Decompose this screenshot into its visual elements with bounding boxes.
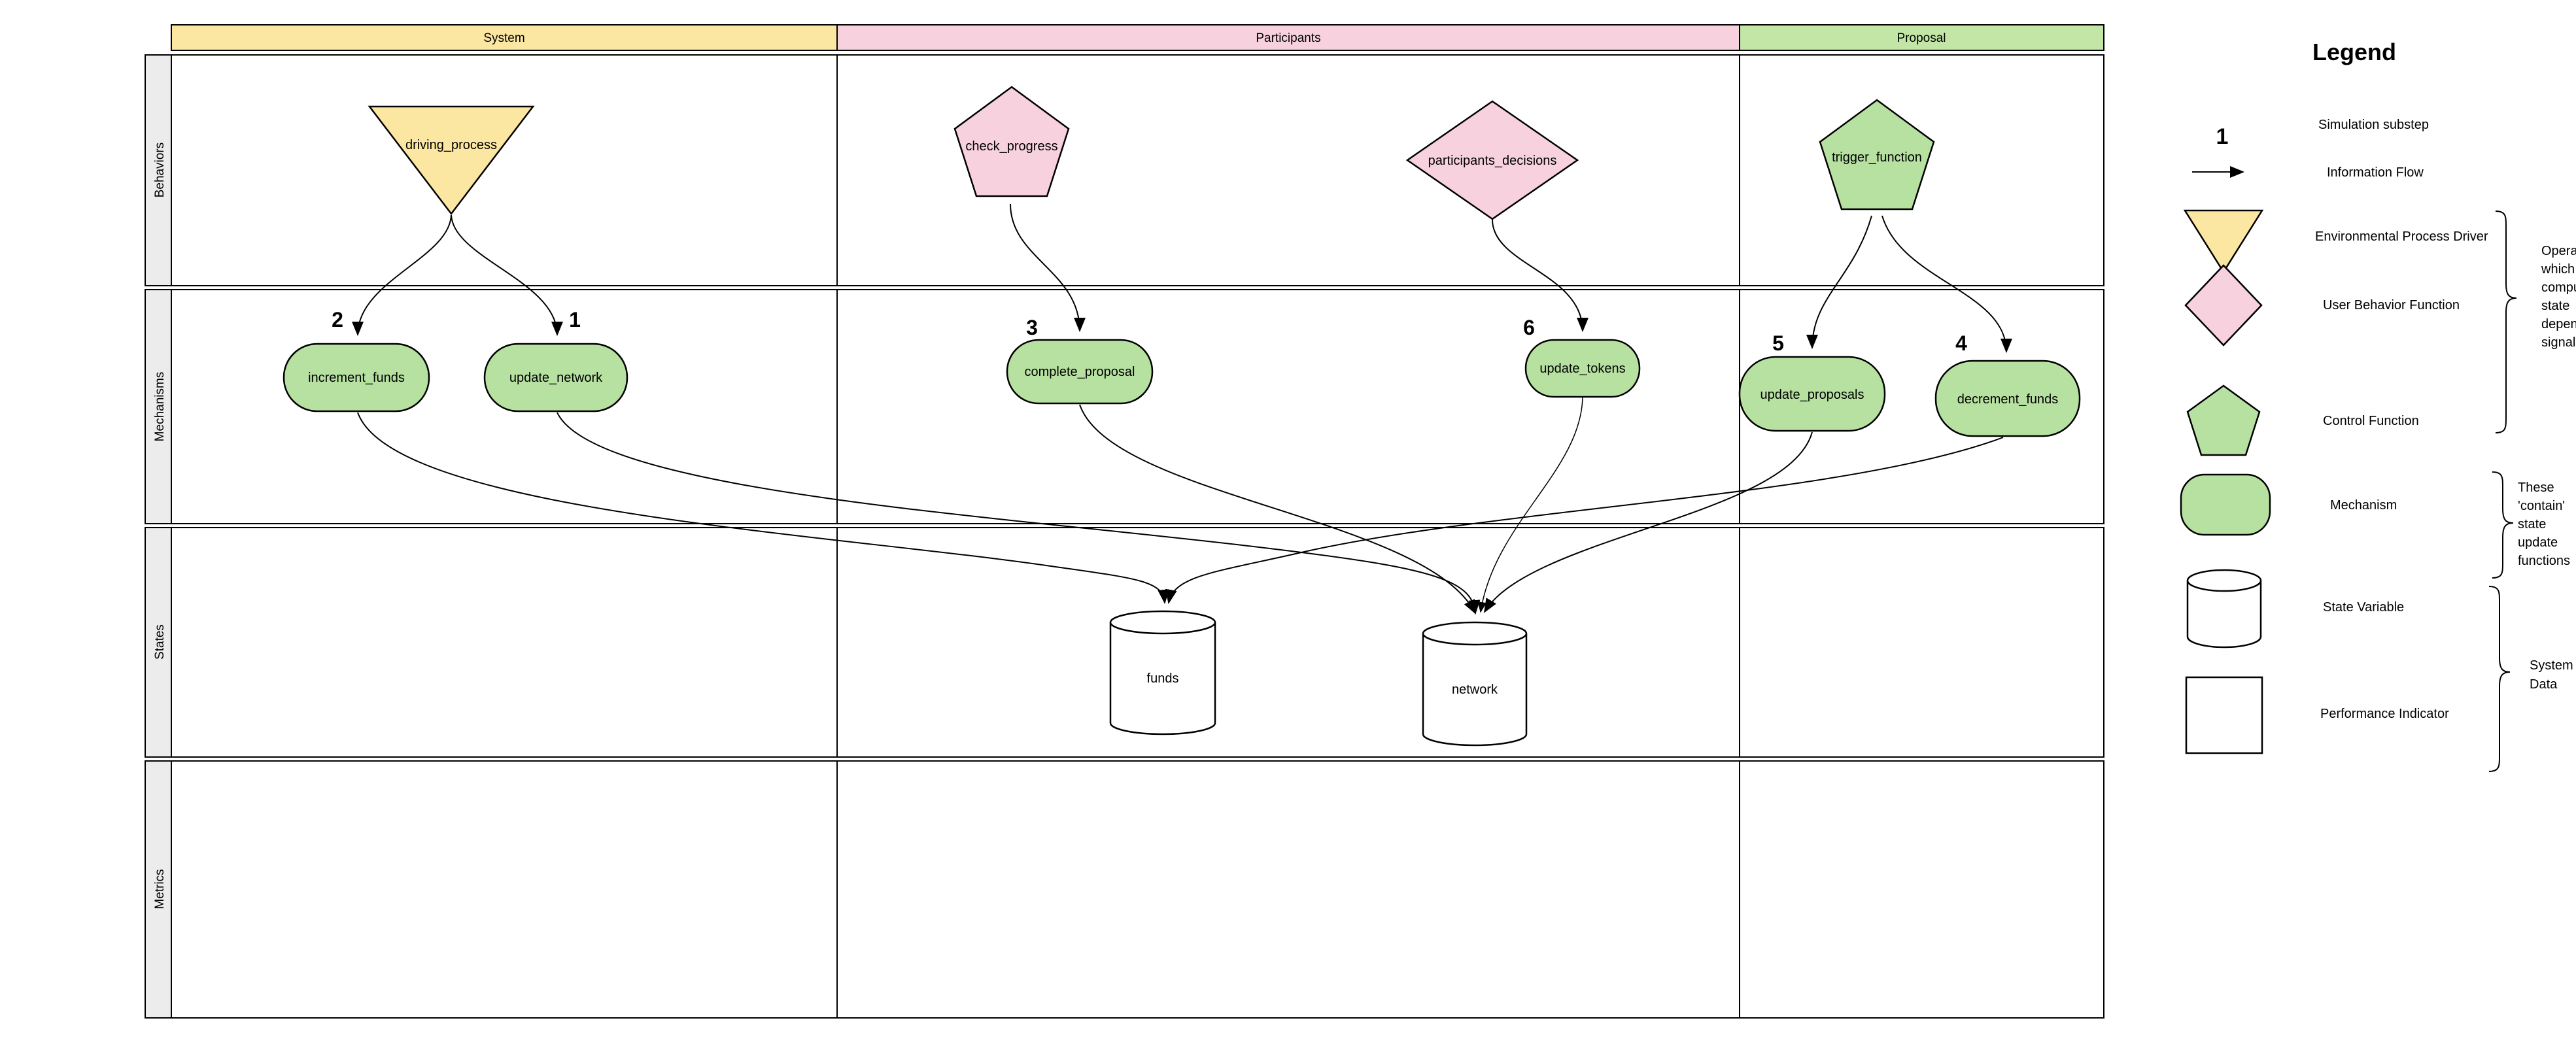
edge-update_network-network	[557, 412, 1481, 615]
edge-check_progress-complete_proposal	[1010, 203, 1086, 332]
legend-title: Legend	[2312, 39, 2396, 65]
edge-update_proposals-network	[1483, 431, 1813, 613]
legend: Legend 1 Simulation substep Information …	[2180, 39, 2576, 772]
legend-pentagon-icon	[2186, 384, 2261, 456]
lane-label-behaviors: Behaviors	[153, 143, 167, 198]
lane-label-metrics: Metrics	[153, 869, 167, 909]
substep-3: 3	[1026, 316, 1038, 339]
svg-text:System: System	[2530, 658, 2573, 673]
svg-text:which: which	[2541, 262, 2575, 277]
legend-triangle-icon	[2183, 209, 2264, 274]
edge-trigger_function-update_proposals	[1806, 215, 1872, 349]
node-complete_proposal-label: complete_proposal	[1025, 365, 1135, 379]
svg-text:update: update	[2518, 535, 2558, 550]
legend-cylinder-icon	[2186, 569, 2262, 649]
svg-text:'contain': 'contain'	[2518, 499, 2565, 513]
svg-text:Operators: Operators	[2541, 244, 2576, 258]
legend-ubf-label: User Behavior Function	[2323, 298, 2460, 312]
legend-statevar-label: State Variable	[2323, 600, 2404, 615]
column-header-system	[171, 24, 838, 51]
edge-participants_decisions-update_tokens	[1492, 219, 1589, 332]
node-driving_process	[368, 105, 535, 216]
column-header-system-label: System	[483, 31, 524, 45]
legend-mechanism-label: Mechanism	[2330, 498, 2397, 513]
legend-operators-brace	[2495, 211, 2517, 433]
legend-operators-annotation: Operators which compute state dependent …	[2541, 244, 2576, 350]
column-header-proposal	[1739, 24, 2104, 51]
edge-complete_proposal-network	[1079, 404, 1476, 615]
edge-update_tokens-network	[1477, 396, 1583, 613]
svg-text:compute: compute	[2541, 280, 2576, 295]
legend-contain-brace	[2492, 471, 2514, 579]
svg-text:state: state	[2541, 299, 2569, 313]
node-network-label: network	[1452, 683, 1498, 697]
column-header-participants	[836, 24, 1740, 51]
svg-text:These: These	[2518, 481, 2554, 495]
legend-systemdata-brace	[2488, 586, 2511, 772]
legend-mechanism-icon	[2180, 473, 2271, 536]
node-participants_decisions	[1405, 100, 1579, 220]
substep-1: 1	[569, 308, 581, 331]
lane-label-box-metrics	[145, 760, 172, 1019]
node-update_network	[483, 343, 628, 413]
node-decrement_funds-label: decrement_funds	[1957, 392, 2059, 407]
node-trigger_function-label: trigger_function	[1832, 150, 1922, 165]
node-check_progress	[953, 86, 1070, 197]
substep-4: 4	[1955, 331, 1967, 355]
node-funds-label: funds	[1147, 671, 1179, 686]
lane-label-box-mechanisms	[145, 289, 172, 524]
legend-substep-number: 1	[2216, 124, 2229, 149]
edge-trigger_function-decrement_funds	[1881, 215, 2012, 353]
lane-metrics	[171, 760, 2104, 1019]
node-funds: funds	[1109, 610, 1216, 735]
node-update_network-label: update_network	[509, 371, 603, 385]
nodes: driving_process check_progress participa…	[283, 86, 2081, 747]
svg-text:Data: Data	[2530, 677, 2558, 692]
svg-text:state: state	[2518, 517, 2546, 531]
legend-diamond-icon	[2184, 264, 2263, 346]
edge-decrement_funds-funds	[1165, 437, 2004, 604]
legend-cf-label: Control Function	[2323, 414, 2419, 428]
svg-text:signals: signals	[2541, 335, 2576, 350]
information-flow-edges	[352, 203, 2012, 615]
legend-flow-label: Information Flow	[2327, 165, 2424, 180]
edge-driving_process-update_network	[451, 214, 563, 336]
svg-text:dependent: dependent	[2541, 317, 2576, 331]
substep-2: 2	[332, 308, 343, 331]
legend-perf-label: Performance Indicator	[2320, 707, 2449, 721]
column-headers: System Participants Proposal	[171, 24, 2104, 51]
legend-systemdata-annotation: System Data	[2530, 658, 2573, 692]
node-decrement_funds	[1934, 360, 2081, 437]
lane-label-mechanisms: Mechanisms	[153, 372, 167, 442]
column-header-participants-label: Participants	[1256, 31, 1320, 45]
lanes: Behaviors Mechanisms States Metrics	[145, 54, 2104, 1019]
column-header-proposal-label: Proposal	[1897, 31, 1946, 45]
legend-square-icon	[2185, 676, 2263, 754]
substep-6: 6	[1523, 316, 1535, 339]
svg-text:functions: functions	[2518, 554, 2570, 568]
node-update_proposals-label: update_proposals	[1760, 388, 1864, 402]
lane-behaviors	[171, 54, 2104, 286]
legend-contain-annotation: These 'contain' state update functions	[2518, 481, 2570, 568]
node-increment_funds	[283, 343, 430, 413]
substep-5: 5	[1772, 331, 1784, 355]
node-update_tokens-label: update_tokens	[1539, 362, 1625, 376]
node-participants_decisions-label: participants_decisions	[1428, 154, 1557, 168]
node-complete_proposal	[1006, 339, 1154, 405]
edge-driving_process-increment_funds	[352, 214, 452, 336]
node-check_progress-label: check_progress	[965, 139, 1057, 154]
node-update_proposals	[1738, 356, 1886, 432]
node-driving_process-label: driving_process	[405, 138, 497, 152]
legend-epd-label: Environmental Process Driver	[2315, 229, 2488, 244]
legend-substep-label: Simulation substep	[2318, 118, 2429, 132]
node-trigger_function	[1819, 99, 1935, 211]
edge-increment_funds-funds	[357, 412, 1170, 604]
lane-label-states: States	[153, 624, 167, 660]
node-network: network	[1422, 621, 1528, 747]
node-increment_funds-label: increment_funds	[308, 371, 405, 385]
node-update_tokens	[1524, 339, 1641, 398]
